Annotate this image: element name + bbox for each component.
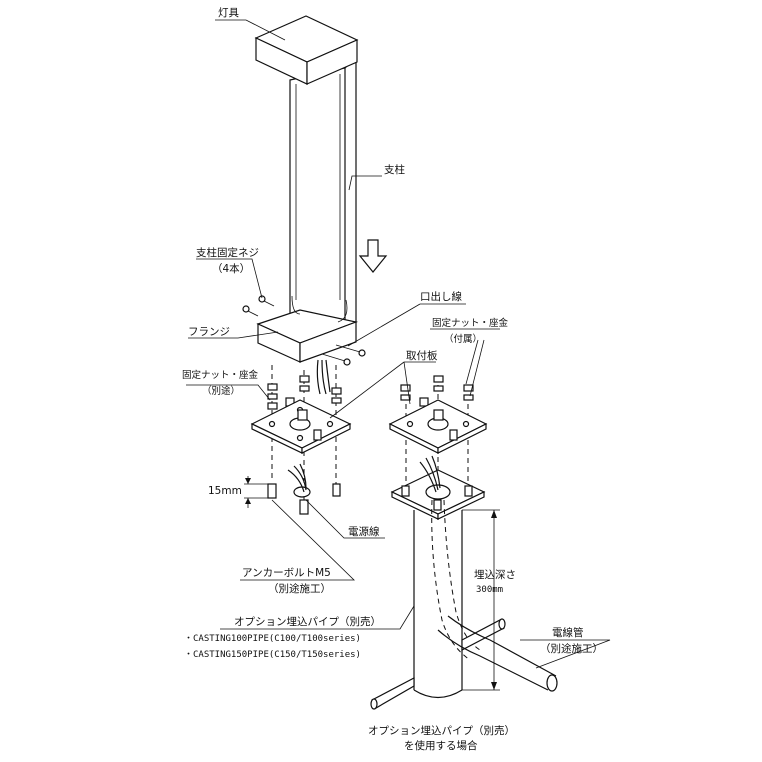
label-option-pipe-case1: オプション埋込パイプ（別売） [368, 724, 515, 737]
burial-pipe [413, 499, 481, 699]
pole-assembly [242, 15, 366, 395]
dim-burial-depth [462, 509, 500, 691]
label-option-pipe-model2: ・CASTING150PIPE(C150/T150series) [184, 650, 361, 660]
label-mount-plate: 取付板 [406, 349, 438, 362]
right-mount-plate [388, 399, 488, 454]
left-base-assembly [244, 365, 352, 515]
label-cable-outlet: 口出し線 [420, 290, 462, 303]
pole-screws [242, 295, 366, 366]
label-conduit-note: （別途施工） [540, 642, 603, 655]
down-arrow-icon [358, 239, 388, 273]
dim-15mm [244, 476, 268, 508]
left-mount-plate [250, 399, 352, 454]
nut-stack-right [400, 375, 474, 407]
label-pole-screw: 支柱固定ネジ [196, 246, 259, 259]
power-cable-right [419, 455, 441, 493]
label-nut-washer-left-note: （別途） [202, 385, 240, 397]
label-option-pipe-model1: ・CASTING100PIPE(C100/T100series) [184, 634, 361, 644]
label-anchor-bolt-note: （別途施工） [268, 582, 331, 595]
label-burial-depth-value: 300mm [476, 585, 503, 595]
label-conduit: 電線管 [552, 626, 584, 639]
cable-outlet-wires [316, 359, 331, 395]
label-anchor-bolt: アンカーボルトM5 [242, 567, 331, 579]
label-option-pipe: オプション埋込パイプ（別売） [234, 615, 381, 628]
leader-lines [186, 19, 611, 669]
nut-stack [267, 375, 342, 410]
label-nut-washer-left: 固定ナット・座金 [182, 369, 259, 381]
right-assembly [370, 375, 558, 710]
pole [289, 56, 357, 331]
label-flange: フランジ [188, 326, 230, 338]
pipe-top-plate [390, 469, 486, 520]
conduit [437, 615, 558, 692]
lamp-head [254, 15, 359, 85]
anchor-bolts [267, 483, 341, 515]
power-cable-left [287, 463, 311, 498]
label-nut-washer-right-note: （付属） [444, 333, 482, 345]
label-power-cable: 電源線 [348, 525, 380, 538]
label-burial-depth: 埋込深さ [474, 569, 516, 581]
label-pole: 支柱 [384, 163, 405, 176]
label-lamp: 灯具 [218, 7, 239, 19]
label-option-pipe-case2: を使用する場合 [404, 739, 478, 752]
label-15mm: 15mm [208, 485, 242, 497]
ground-bars [370, 618, 506, 710]
label-pole-screw-qty: （4本） [212, 262, 250, 275]
label-nut-washer-right: 固定ナット・座金 [432, 317, 509, 329]
